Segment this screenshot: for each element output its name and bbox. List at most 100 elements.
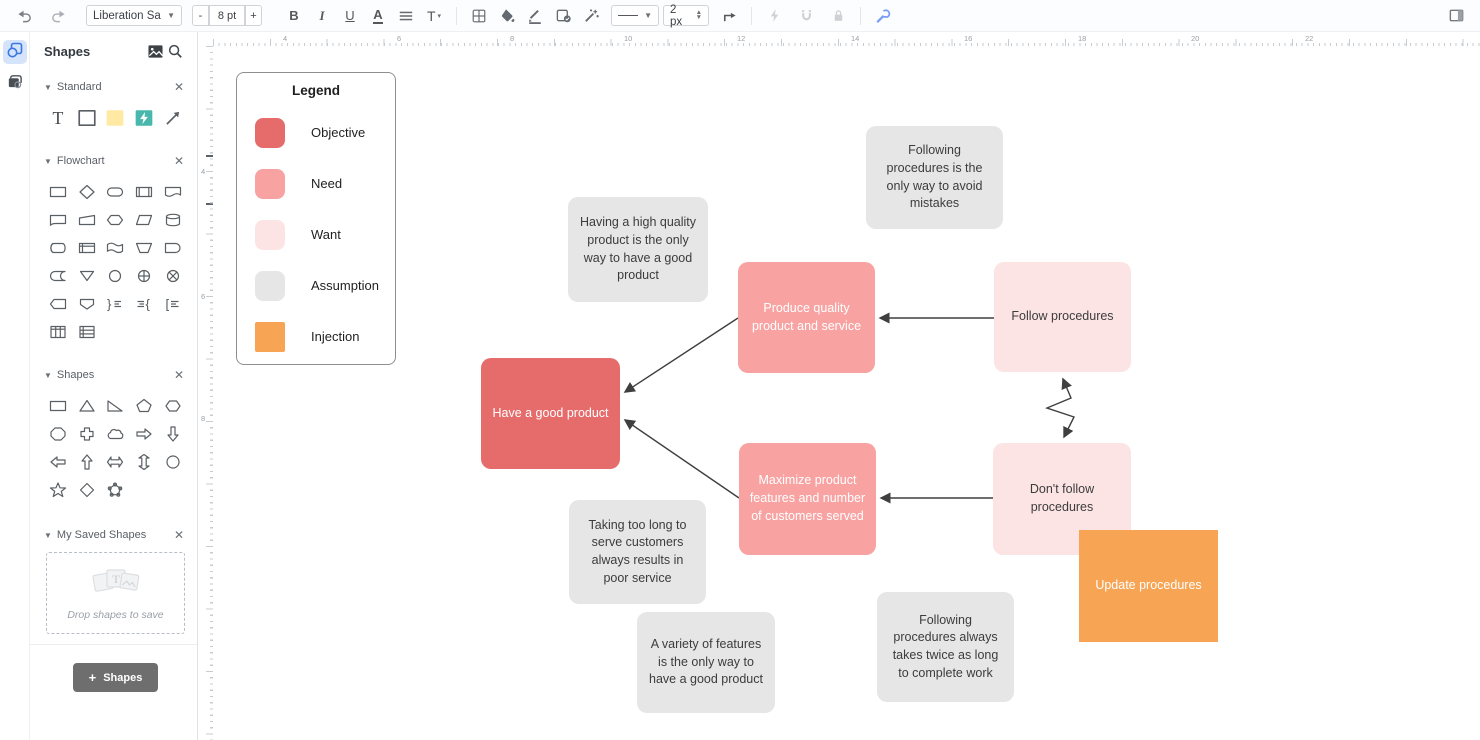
shape-arrow-left-right[interactable] [101, 448, 130, 476]
shape-off-page-connector[interactable] [73, 290, 102, 318]
vertical-align-button[interactable]: T▾ [426, 7, 442, 24]
flash-button[interactable] [760, 4, 788, 28]
line-style-select[interactable]: ▼ [611, 5, 659, 26]
section-flowchart-header[interactable]: ▼ Flowchart ✕ [44, 152, 187, 170]
close-icon[interactable]: ✕ [173, 368, 184, 382]
shape-cross[interactable] [73, 420, 102, 448]
section-shapes-header[interactable]: ▼ Shapes ✕ [44, 366, 187, 384]
shape-internal-storage[interactable] [73, 234, 102, 262]
shape-delay[interactable] [158, 234, 187, 262]
shape-arrow[interactable] [158, 104, 187, 132]
font-size-decrease-button[interactable]: - [192, 5, 209, 26]
table-button[interactable] [465, 4, 493, 28]
diagram-canvas[interactable]: Legend Objective Need Want Assumption In… [213, 46, 1480, 740]
style-button[interactable] [549, 4, 577, 28]
node-injection-update-procedures[interactable]: Update procedures [1079, 530, 1218, 642]
stepper-arrows-icon[interactable]: ▲▼ [695, 9, 702, 21]
shape-data[interactable] [130, 206, 159, 234]
shape-manual-input[interactable] [73, 206, 102, 234]
saved-shapes-dropzone[interactable]: T Drop shapes to save [46, 552, 185, 634]
legend[interactable]: Legend Objective Need Want Assumption In… [236, 72, 396, 365]
node-assumption-too-long[interactable]: Taking too long to serve customers alway… [569, 500, 706, 604]
shape-text[interactable]: T [44, 104, 73, 132]
shape-manual-operation[interactable] [130, 234, 159, 262]
shape-sticky-note[interactable] [101, 104, 130, 132]
shape-table-columns[interactable] [44, 318, 73, 346]
shape-circle[interactable] [158, 448, 187, 476]
format-panel-toggle[interactable] [1442, 4, 1470, 28]
close-icon[interactable]: ✕ [173, 154, 184, 168]
shape-loop-limit[interactable] [44, 290, 73, 318]
shape-arrow-left[interactable] [44, 448, 73, 476]
add-shapes-button[interactable]: + Shapes [72, 663, 159, 692]
node-objective-good-product[interactable]: Have a good product [481, 358, 620, 469]
shape-hexagon[interactable] [158, 392, 187, 420]
shape-triangle[interactable] [73, 392, 102, 420]
section-saved-shapes-header[interactable]: ▼ My Saved Shapes ✕ [44, 526, 187, 544]
shape-pentagon[interactable] [130, 392, 159, 420]
close-icon[interactable]: ✕ [173, 528, 184, 542]
node-need-produce-quality[interactable]: Produce quality product and service [738, 262, 875, 373]
shape-direct-access-storage[interactable] [44, 234, 73, 262]
shape-brace-right[interactable]: } [101, 290, 130, 318]
shape-rectangle[interactable] [44, 392, 73, 420]
shape-stored-data[interactable] [44, 262, 73, 290]
shape-octagon[interactable] [44, 420, 73, 448]
font-size-increase-button[interactable]: + [245, 5, 262, 26]
shape-card[interactable] [44, 206, 73, 234]
line-width-stepper[interactable]: 2 px ▲▼ [663, 4, 709, 28]
shape-connector[interactable] [101, 262, 130, 290]
shape-paper-tape[interactable] [101, 234, 130, 262]
lock-button[interactable] [824, 4, 852, 28]
shape-process[interactable] [44, 178, 73, 206]
shape-summing-junction[interactable] [158, 262, 187, 290]
line-color-button[interactable] [521, 4, 549, 28]
node-assumption-twice-as-long[interactable]: Following procedures always takes twice … [877, 592, 1014, 702]
undo-button[interactable] [10, 4, 38, 28]
node-assumption-quality[interactable]: Having a high quality product is the onl… [568, 197, 708, 302]
close-icon[interactable]: ✕ [173, 80, 184, 94]
underline-button[interactable]: U [345, 8, 355, 23]
node-assumption-mistakes[interactable]: Following procedures is the only way to … [866, 126, 1003, 229]
font-family-select[interactable]: Liberation Sans ▼ [86, 5, 182, 26]
autosize-button[interactable] [577, 4, 605, 28]
shape-arrow-down[interactable] [158, 420, 187, 448]
shape-terminator[interactable] [101, 178, 130, 206]
fill-color-button[interactable] [493, 4, 521, 28]
shape-cloud[interactable] [101, 420, 130, 448]
shape-rectangle[interactable] [73, 104, 102, 132]
node-need-maximize-features[interactable]: Maximize product features and number of … [739, 443, 876, 555]
shape-lightning-note[interactable] [130, 104, 159, 132]
bold-button[interactable]: B [289, 8, 299, 23]
node-assumption-variety[interactable]: A variety of features is the only way to… [637, 612, 775, 713]
shape-or-junction[interactable] [130, 262, 159, 290]
rail-scratchpad-button[interactable] [3, 72, 27, 96]
section-standard-header[interactable]: ▼ Standard ✕ [44, 78, 187, 96]
shape-star[interactable] [44, 476, 73, 504]
shape-decision[interactable] [73, 178, 102, 206]
image-icon[interactable] [145, 42, 165, 60]
shape-arrow-up-down[interactable] [130, 448, 159, 476]
shape-preparation[interactable] [101, 206, 130, 234]
edit-style-button[interactable] [869, 4, 897, 28]
shape-star-burst[interactable] [101, 476, 130, 504]
node-want-follow-procedures[interactable]: Follow procedures [994, 262, 1131, 372]
shape-predefined-process[interactable] [130, 178, 159, 206]
italic-button[interactable]: I [319, 7, 325, 23]
shape-right-triangle[interactable] [101, 392, 130, 420]
shape-diamond[interactable] [73, 476, 102, 504]
redo-button[interactable] [44, 4, 72, 28]
font-color-button[interactable]: A [373, 6, 383, 24]
shape-document[interactable] [158, 178, 187, 206]
shape-database[interactable] [158, 206, 187, 234]
shape-bracket[interactable]: [ [158, 290, 187, 318]
search-icon[interactable] [165, 42, 185, 60]
magnet-button[interactable] [792, 4, 820, 28]
waypoints-button[interactable] [715, 4, 743, 28]
shape-extract[interactable] [73, 262, 102, 290]
horizontal-align-button[interactable] [392, 4, 420, 28]
shape-arrow-up[interactable] [73, 448, 102, 476]
shape-table-rows[interactable] [73, 318, 102, 346]
shape-brace-left[interactable]: { [130, 290, 159, 318]
shape-arrow-right[interactable] [130, 420, 159, 448]
